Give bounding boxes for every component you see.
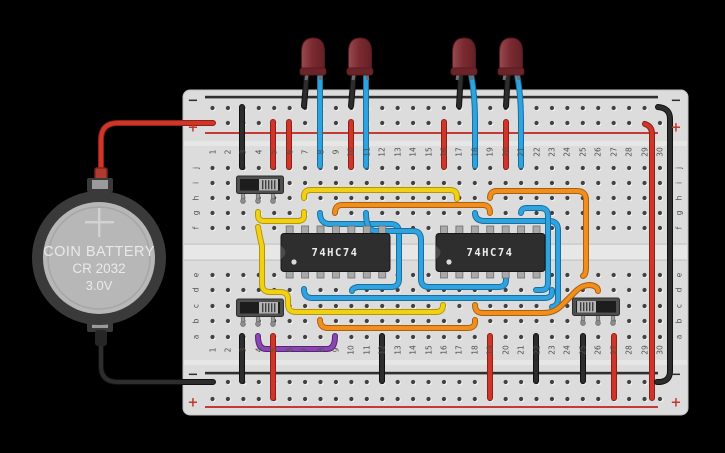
wire-purple-30[interactable] [255,333,338,352]
led-3[interactable] [450,37,478,81]
led-1[interactable] [299,37,327,81]
ic-2[interactable] [435,225,546,279]
switch-1[interactable] [236,175,284,204]
switch-3[interactable] [572,297,620,326]
wire-red-0[interactable] [98,120,216,179]
wire-blue-23[interactable] [363,210,509,290]
wire-black-16[interactable] [503,69,511,109]
switch-1-knob[interactable] [259,179,278,191]
switch-3-knob[interactable] [577,301,596,313]
wire-black-14[interactable] [456,69,464,109]
wire-orange-29[interactable] [472,282,601,316]
wire-blue-25[interactable] [518,205,551,293]
wire-black-1[interactable] [98,341,216,385]
wire-orange-21[interactable] [487,188,589,279]
wire-orange-20[interactable] [332,202,493,216]
ic-chips[interactable] [280,225,546,279]
wire-blue-27[interactable] [301,286,555,301]
wire-red-8[interactable] [642,121,655,401]
slide-switches[interactable] [236,175,620,327]
switch-2[interactable] [236,298,284,327]
led-2[interactable] [346,37,374,81]
ic-1[interactable] [280,225,391,279]
switch-2-knob[interactable] [259,302,278,314]
wire-blue-22[interactable] [317,210,402,294]
wire-yellow-18[interactable] [255,209,307,224]
wire-blue-24[interactable] [472,210,561,310]
led-4[interactable] [497,37,525,81]
wire-black-9[interactable] [654,104,673,385]
wire-yellow-19[interactable] [301,187,460,202]
leds[interactable] [299,37,525,81]
wire-orange-28[interactable] [317,317,478,331]
wire-yellow-26[interactable] [255,224,446,315]
coin-battery[interactable] [32,167,166,346]
